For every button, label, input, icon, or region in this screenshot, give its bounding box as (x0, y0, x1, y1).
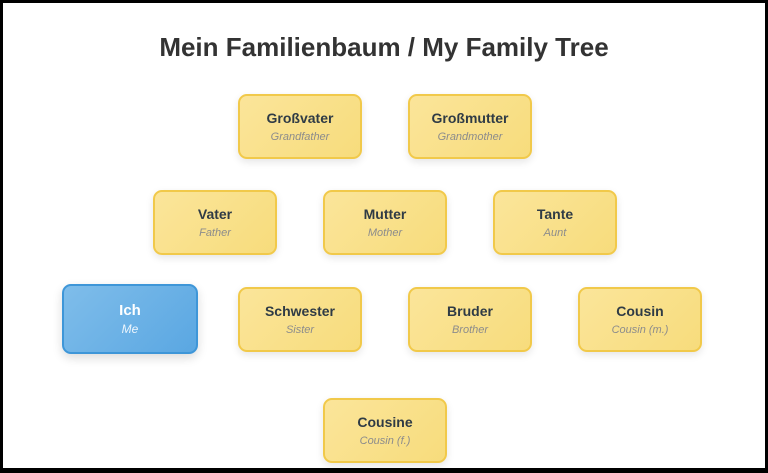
family-tree-canvas: Mein Familienbaum / My Family Tree Großv… (3, 3, 765, 468)
card-translation: Sister (285, 323, 315, 336)
card-name: Mutter (363, 205, 407, 222)
card-translation: Cousin (m.) (611, 323, 669, 336)
card-father[interactable]: Vater Father (153, 190, 277, 255)
card-cousin-female[interactable]: Cousine Cousin (f.) (323, 398, 447, 463)
card-name: Cousin (616, 302, 664, 319)
card-brother[interactable]: Bruder Brother (408, 287, 532, 352)
card-name: Ich (119, 302, 141, 319)
card-grandfather[interactable]: Großvater Grandfather (238, 94, 362, 159)
card-translation: Father (199, 226, 231, 239)
card-name: Bruder (447, 302, 493, 319)
card-translation: Mother (367, 226, 403, 239)
card-translation: Brother (451, 323, 489, 336)
card-name: Schwester (264, 302, 336, 319)
card-translation: Aunt (543, 226, 567, 239)
card-name: Großmutter (431, 109, 509, 126)
card-sister[interactable]: Schwester Sister (238, 287, 362, 352)
card-translation: Cousin (f.) (359, 434, 411, 447)
card-grandmother[interactable]: Großmutter Grandmother (408, 94, 532, 159)
card-translation: Me (121, 322, 139, 336)
card-me[interactable]: Ich Me (62, 284, 198, 354)
card-cousin-male[interactable]: Cousin Cousin (m.) (578, 287, 702, 352)
card-translation: Grandmother (437, 130, 503, 143)
card-name: Großvater (266, 109, 334, 126)
card-name: Cousine (357, 413, 413, 430)
card-name: Vater (197, 205, 233, 222)
card-translation: Grandfather (270, 130, 330, 143)
card-aunt[interactable]: Tante Aunt (493, 190, 617, 255)
card-name: Tante (536, 205, 574, 222)
card-mother[interactable]: Mutter Mother (323, 190, 447, 255)
page-title: Mein Familienbaum / My Family Tree (159, 32, 609, 62)
